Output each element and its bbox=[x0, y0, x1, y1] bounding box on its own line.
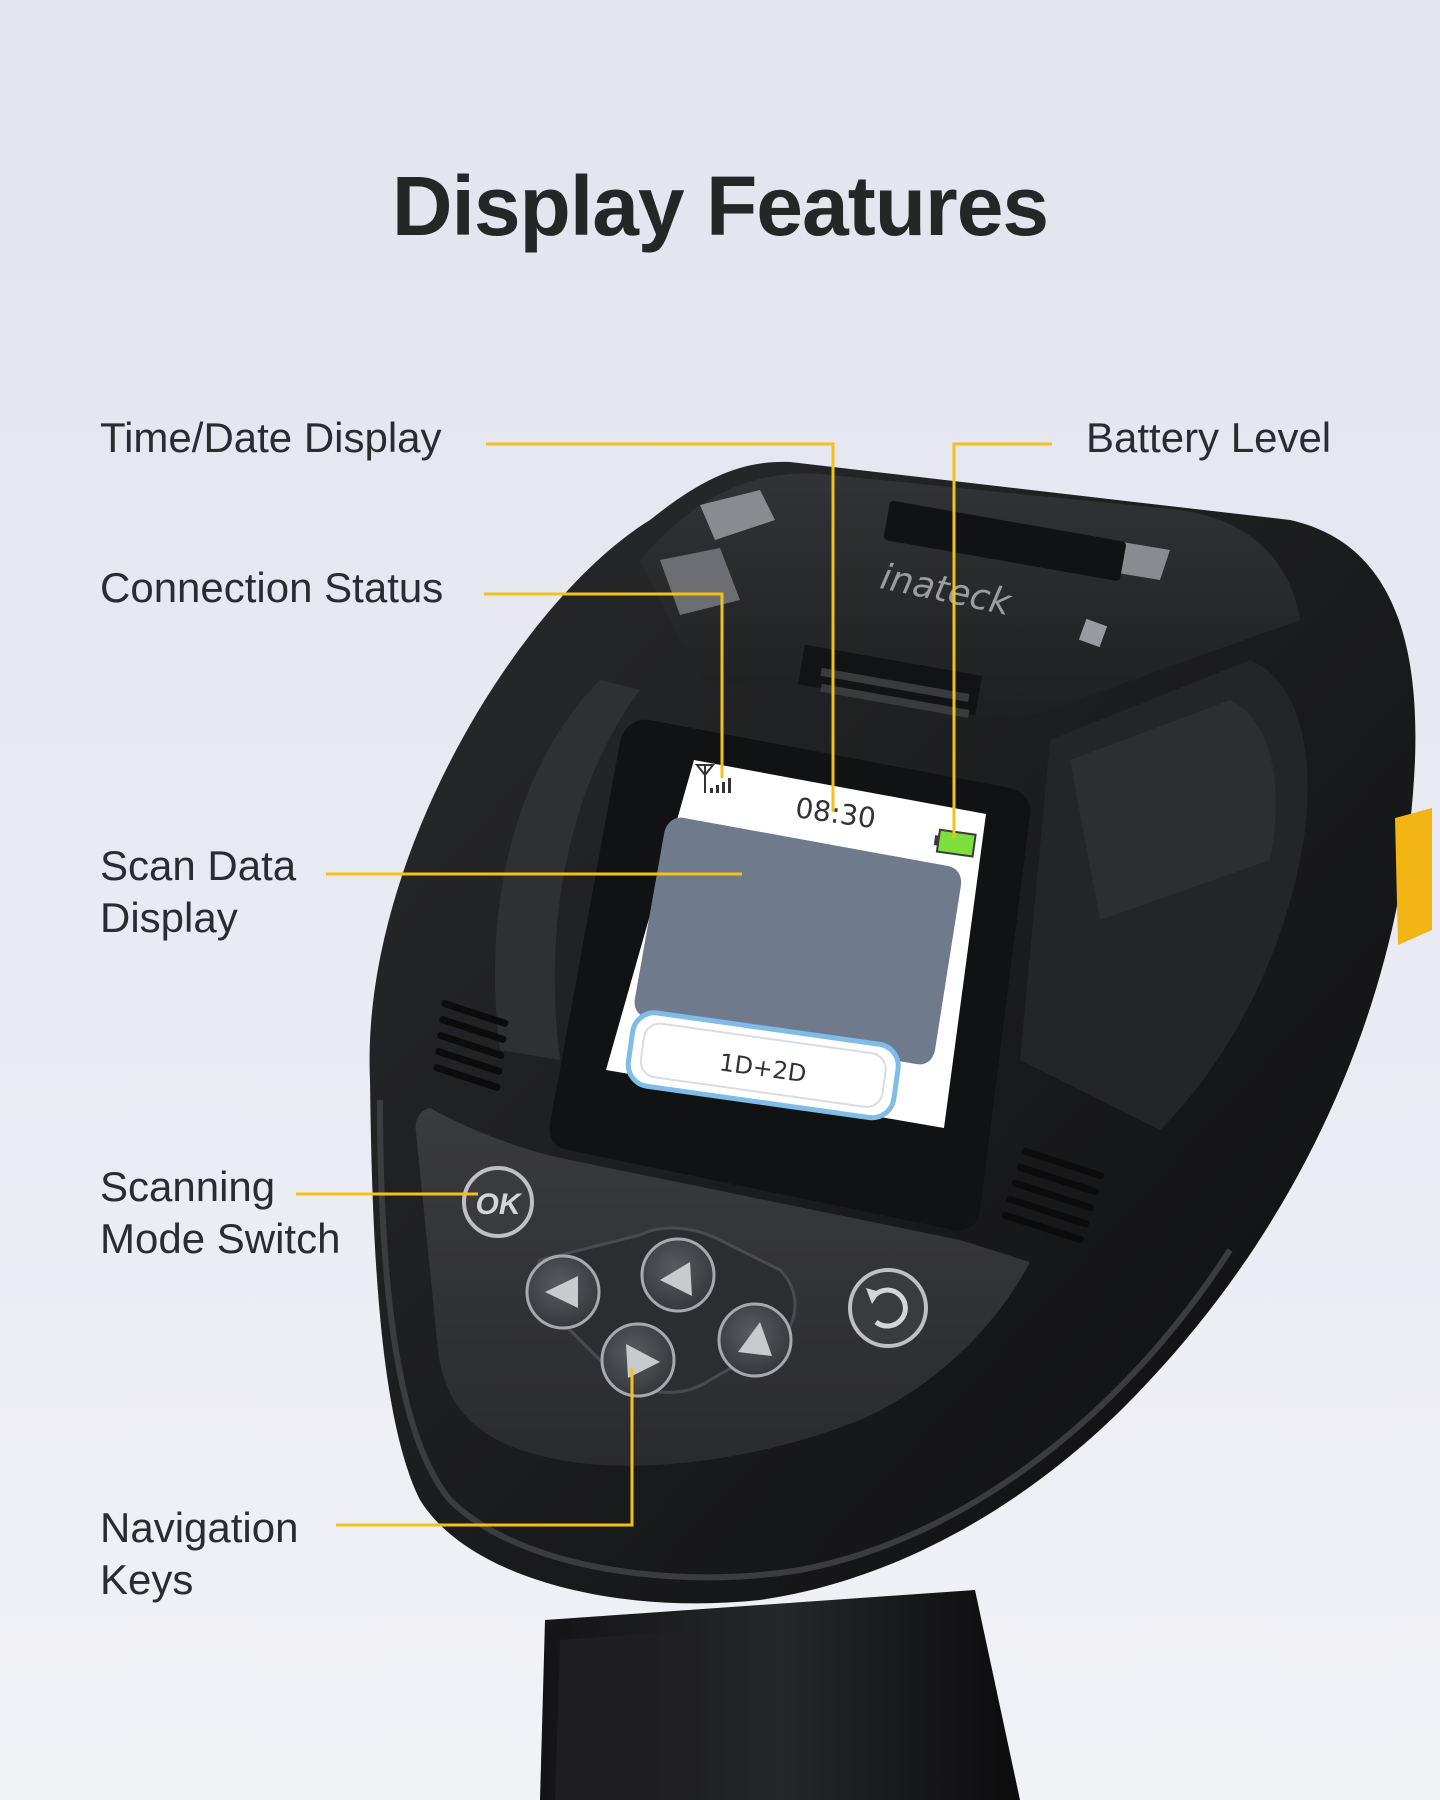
callout-scan-data: Scan Data Display bbox=[100, 840, 296, 944]
callout-connection-status: Connection Status bbox=[100, 564, 444, 611]
speaker-grille-right bbox=[1001, 1147, 1105, 1244]
signal-strength-icon bbox=[694, 764, 731, 793]
leader-battery bbox=[952, 442, 1052, 838]
scan-mode-indicator: 1D+2D bbox=[625, 1010, 901, 1121]
scan-data-area bbox=[634, 817, 962, 1065]
callout-scanning-mode: Scanning Mode Switch bbox=[100, 1161, 340, 1265]
nav-key-left bbox=[525, 1254, 601, 1330]
nav-key-up bbox=[640, 1237, 716, 1313]
trigger-accent bbox=[1395, 808, 1432, 945]
nav-key-right bbox=[717, 1302, 793, 1378]
callout-navigation-keys: Navigation Keys bbox=[100, 1502, 298, 1606]
ok-key-label: OK bbox=[476, 1188, 523, 1221]
back-key[interactable] bbox=[848, 1268, 928, 1348]
callout-battery-level: Battery Level bbox=[1086, 414, 1332, 461]
speaker-grille-left bbox=[433, 1000, 509, 1091]
callout-scan-data-line1: Scan Data bbox=[100, 842, 297, 889]
callout-leader-lines bbox=[296, 442, 1052, 1527]
page-title: Display Features bbox=[391, 159, 1049, 253]
navigation-keys-cluster bbox=[525, 1226, 797, 1398]
callout-navigation-line1: Navigation bbox=[100, 1504, 299, 1551]
lcd-screen: 08:30 1D+2D bbox=[606, 760, 986, 1128]
callout-scanning-mode-line2: Mode Switch bbox=[100, 1215, 341, 1262]
leader-navigation bbox=[336, 1368, 634, 1527]
leader-time-date bbox=[486, 442, 835, 812]
callout-time-date: Time/Date Display bbox=[100, 414, 442, 461]
nav-key-down bbox=[600, 1322, 676, 1398]
leader-connection bbox=[484, 592, 724, 778]
callout-scanning-mode-line1: Scanning bbox=[100, 1163, 276, 1210]
ok-key[interactable]: OK bbox=[462, 1166, 534, 1238]
callout-navigation-line2: Keys bbox=[100, 1556, 194, 1603]
battery-icon bbox=[933, 828, 977, 858]
callout-scan-data-line2: Display bbox=[100, 894, 238, 941]
